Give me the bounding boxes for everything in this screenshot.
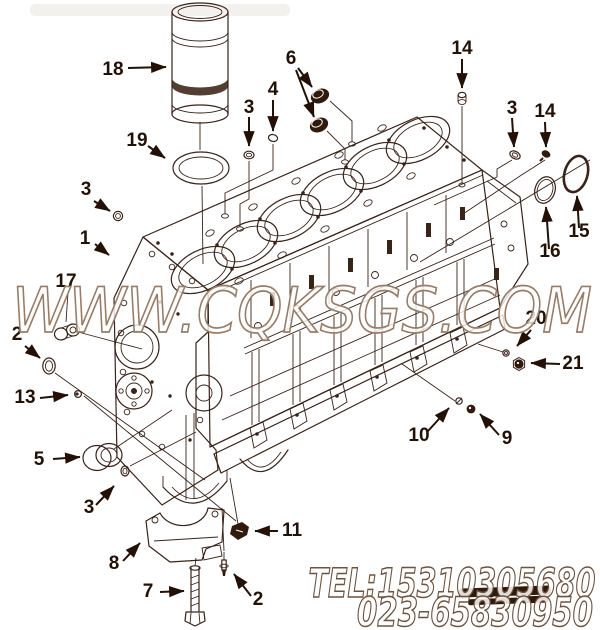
part-cap-bolt [184, 565, 206, 627]
callout-7: 7 [143, 581, 185, 602]
callout-2-bottom: 2 [233, 573, 264, 610]
part-oring-3-top [243, 150, 255, 160]
callout-label-3-bottom: 3 [84, 497, 95, 518]
callout-label-7: 7 [143, 581, 154, 602]
callout-16: 16 [539, 206, 561, 262]
callout-label-3-left: 3 [81, 179, 92, 200]
callout-1: 1 [80, 228, 110, 256]
deck-holes [156, 124, 466, 285]
contact-phone-line: 023-65830950 [357, 590, 593, 630]
callout-label-5: 5 [34, 449, 45, 470]
part-oring-4 [267, 133, 279, 143]
block-end-face [481, 169, 529, 309]
callout-label-2-left: 2 [12, 324, 23, 345]
callout-label-11: 11 [282, 520, 303, 541]
callout-label-21: 21 [562, 353, 584, 374]
callout-label-1: 1 [80, 228, 91, 249]
callout-label-8: 8 [109, 553, 120, 574]
callout-17: 17 [55, 271, 76, 292]
callout-label-14-left: 14 [451, 38, 473, 59]
callout-label-13: 13 [14, 387, 35, 408]
callout-label-20: 20 [525, 308, 546, 329]
callout-19: 19 [126, 130, 166, 159]
part-liner-oring [172, 151, 230, 185]
callouts: 18 19 3 4 6 14 3 14 [12, 38, 590, 610]
callout-3-right: 3 [507, 98, 519, 148]
callout-3-bottom: 3 [84, 485, 115, 518]
part-oring-3-right [509, 150, 521, 160]
part-washer-20 [502, 349, 510, 357]
callout-18: 18 [102, 59, 167, 80]
callout-20: 20 [516, 308, 547, 347]
leader-lines [54, 100, 591, 567]
part-dowel-2-bottom [219, 552, 229, 576]
callout-label-10: 10 [408, 425, 429, 446]
part-plug-13 [73, 390, 82, 399]
part-bushing-17 [53, 323, 81, 341]
callout-14-right: 14 [534, 101, 556, 148]
ink-stamp [458, 585, 551, 606]
callout-label-14-right: 14 [534, 101, 556, 122]
callout-label-9: 9 [502, 428, 513, 449]
callout-2-left: 2 [12, 324, 41, 359]
part-oring-3-left [112, 210, 124, 222]
callout-label-19: 19 [126, 130, 147, 151]
part-clamp-11 [230, 522, 249, 540]
callout-10: 10 [408, 407, 450, 446]
callout-15: 15 [568, 195, 590, 242]
callout-13: 13 [14, 387, 69, 408]
callout-label-15: 15 [568, 221, 590, 242]
callout-3-top: 3 [243, 97, 255, 147]
engine-block-drawing [113, 115, 529, 506]
callout-label-3-top: 3 [244, 97, 255, 118]
callout-label-3-right: 3 [507, 98, 518, 119]
bearing-web-bosses [249, 326, 468, 449]
part-plug-14-left [457, 91, 467, 105]
callout-3-left: 3 [81, 179, 111, 212]
part-screw-10 [455, 397, 463, 405]
callout-21: 21 [530, 353, 584, 374]
callout-9: 9 [479, 413, 513, 449]
block-front-face [113, 236, 289, 506]
part-cup-plug-6-lower [309, 117, 329, 133]
part-oring-3-bottom [120, 465, 130, 477]
callout-label-2-bottom: 2 [253, 589, 264, 610]
part-plug-21 [512, 356, 526, 372]
part-oring-2-left [42, 357, 56, 375]
callout-5: 5 [34, 449, 81, 470]
part-cylinder-liner [171, 2, 229, 124]
part-cup-plug-5 [82, 442, 123, 472]
callout-4: 4 [267, 79, 279, 132]
cylinder-bores [170, 115, 451, 295]
part-bearing-cap [145, 507, 225, 563]
site-watermark: WWW.CQKSGS.COM [12, 274, 592, 347]
part-retaining-ring-15 [562, 154, 590, 194]
callout-14-left: 14 [451, 38, 473, 89]
callout-8: 8 [109, 542, 141, 574]
callout-label-18: 18 [102, 59, 123, 80]
part-plug-9 [466, 404, 476, 414]
callout-label-6: 6 [286, 48, 297, 69]
part-cup-plug-6-upper [310, 88, 330, 104]
part-plug-14-right [539, 150, 551, 162]
callout-11: 11 [254, 520, 303, 541]
faint-smudge [30, 4, 290, 16]
contact-tel-line: TEL:15310305680 [309, 561, 596, 607]
callout-label-4: 4 [268, 79, 279, 100]
callout-label-16: 16 [539, 241, 560, 262]
callout-6: 6 [286, 48, 315, 118]
part-oring-16 [534, 176, 556, 204]
callout-label-17: 17 [55, 271, 76, 292]
